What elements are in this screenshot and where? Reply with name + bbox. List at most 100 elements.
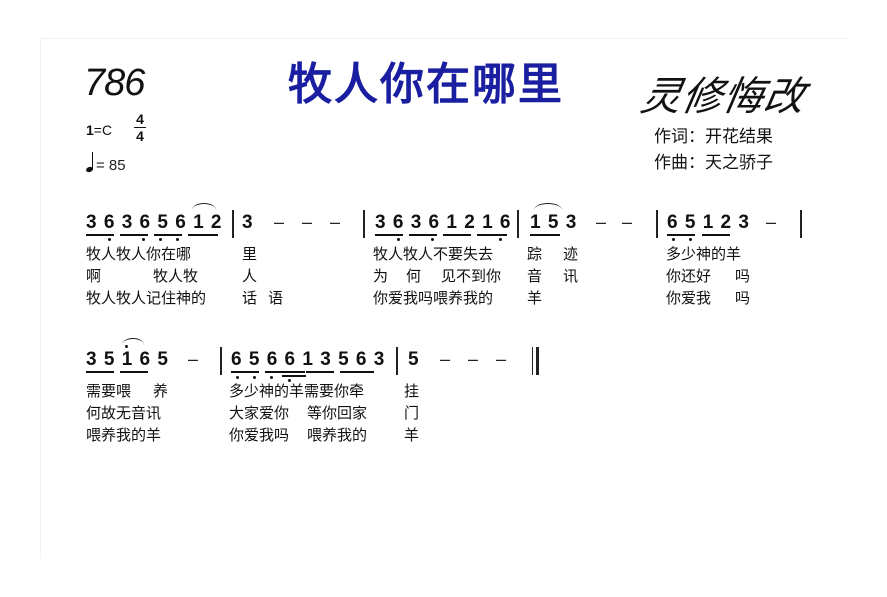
beam	[702, 234, 730, 236]
lyric-v3: 牧人牧人记住神的	[86, 289, 207, 307]
lyric-v1: 多少神的羊需要你牵	[229, 382, 365, 400]
lyric-v1: 养	[153, 382, 169, 400]
beam	[443, 234, 471, 236]
beam	[409, 234, 437, 236]
lyric-v3: 喂养我的	[307, 426, 368, 444]
lyric-v1: 牧人牧人不要失去	[373, 245, 494, 263]
dash: –	[596, 212, 607, 232]
barline	[232, 210, 234, 238]
slur	[192, 203, 216, 210]
lyric-v2: 门	[404, 404, 420, 422]
beam	[340, 371, 374, 373]
lyric-v2: 人	[242, 267, 258, 285]
beam	[306, 371, 334, 373]
beam	[120, 371, 148, 373]
dash: –	[188, 349, 199, 369]
measure-8-notes: 5	[408, 349, 420, 370]
lyric-v1: 挂	[404, 382, 420, 400]
lyric-v2: 何	[406, 267, 422, 285]
dash: –	[440, 349, 451, 369]
dash: –	[622, 212, 633, 232]
measure-2-notes: 3	[242, 212, 254, 233]
lyric-v2: 大家爱你	[229, 404, 290, 422]
dash: –	[330, 212, 341, 232]
low-octave-dot	[689, 238, 692, 241]
measure-3-notes: 3 6 3 6 1 2 1 6	[375, 212, 512, 233]
lyric-v2: 牧人牧	[153, 267, 199, 285]
measure-6-notes: 3 5 1 6 5	[86, 349, 169, 370]
low-octave-dot	[397, 238, 400, 241]
measure-1-notes: 3 6 3 6 5 6 1 2	[86, 212, 223, 233]
key-letter: C	[101, 122, 113, 138]
beam	[86, 371, 114, 373]
dash: –	[302, 212, 313, 232]
lyric-v2: 音	[527, 267, 543, 285]
slur	[122, 338, 144, 345]
measure-4-notes: 1 5 3	[530, 212, 578, 233]
measure-7-notes: 6 5 6 6 1 3 5 6 3	[231, 349, 386, 370]
final-barline-thin	[532, 347, 533, 375]
lyric-v1: 牧人牧人你在哪	[86, 245, 192, 263]
beam	[282, 375, 306, 377]
lyric-v1: 里	[242, 245, 258, 263]
low-octave-dot	[236, 376, 239, 379]
time-sig-divider	[134, 127, 146, 128]
final-barline-thick	[536, 347, 539, 375]
beam	[231, 371, 259, 373]
barline	[396, 347, 398, 375]
category-label: 灵修悔改	[637, 74, 810, 120]
low-octave-dot	[176, 238, 179, 241]
dash: –	[766, 212, 777, 232]
slur	[534, 203, 562, 210]
lyric-v2: 讯	[563, 267, 579, 285]
dash: –	[274, 212, 285, 232]
lyric-v3: 吗	[735, 289, 751, 307]
beam	[265, 371, 305, 373]
song-number: 786	[84, 62, 145, 104]
lyric-v1: 需要喂	[86, 382, 132, 400]
lyric-v3: 话	[242, 289, 258, 307]
lyric-v3: 喂养我的羊	[86, 426, 162, 444]
barline	[800, 210, 802, 238]
quarter-note-icon	[85, 152, 96, 174]
lyric-v2: 等你回家	[307, 404, 368, 422]
beam	[154, 234, 182, 236]
low-octave-dot	[431, 238, 434, 241]
barline	[220, 347, 222, 375]
lyric-v1: 多少神的羊	[666, 245, 742, 263]
beam	[86, 234, 114, 236]
beam	[375, 234, 403, 236]
low-octave-dot	[142, 238, 145, 241]
lyric-v2: 啊	[86, 267, 102, 285]
lyricist-credit: 作词：开花结果	[654, 127, 773, 147]
dash: –	[468, 349, 479, 369]
lyric-v2: 何故无音讯	[86, 404, 162, 422]
time-sig-bottom: 4	[136, 128, 144, 144]
lyric-v2: 见不到你	[441, 267, 502, 285]
beam	[188, 234, 218, 236]
measure-5-notes: 6 5 1 2 3	[667, 212, 750, 233]
barline	[517, 210, 519, 238]
low-octave-dot	[108, 238, 111, 241]
lyric-v2: 你还好	[666, 267, 712, 285]
composer-credit: 作曲：天之骄子	[654, 153, 773, 173]
key-signature: 1=C	[86, 122, 112, 138]
barline	[363, 210, 365, 238]
tempo-marking: = 85	[85, 152, 126, 174]
time-sig-top: 4	[136, 111, 144, 127]
low-octave-dot	[499, 238, 502, 241]
song-title: 牧人你在哪里	[288, 59, 564, 110]
lyric-v1: 踪	[527, 245, 543, 263]
low-octave-dot	[253, 376, 256, 379]
lyric-v1: 迹	[563, 245, 579, 263]
lyric-v3: 你爱我吗喂养我的	[373, 289, 494, 307]
high-octave-dot	[125, 345, 128, 348]
key-equals: =	[93, 122, 102, 138]
low-octave-dot	[270, 376, 273, 379]
lyric-v3: 羊	[527, 289, 543, 307]
barline	[656, 210, 658, 238]
key-degree: 1	[86, 122, 94, 138]
lyric-v3: 语	[268, 289, 284, 307]
beam	[667, 234, 695, 236]
dash: –	[496, 349, 507, 369]
